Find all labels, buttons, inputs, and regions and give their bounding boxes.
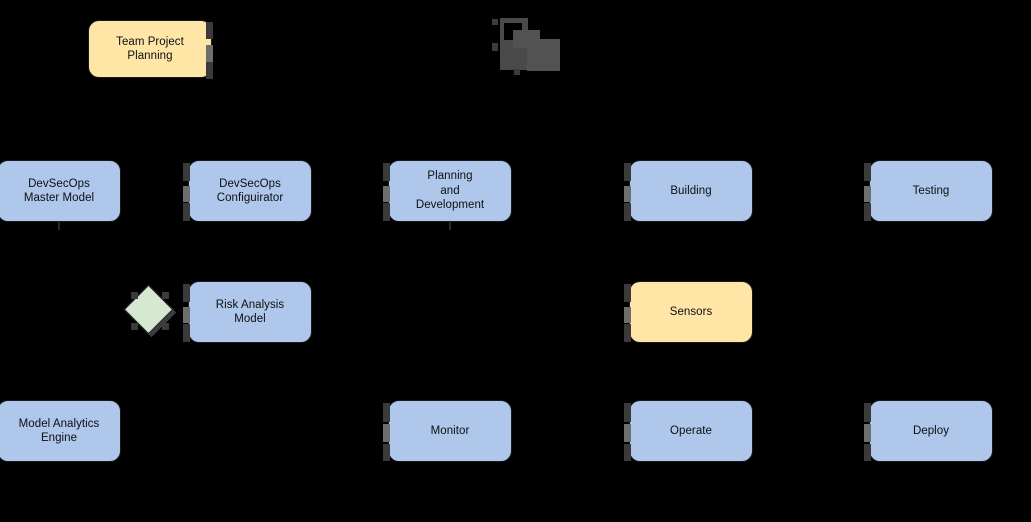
node-devsecops-configuirator[interactable]: DevSecOps Configuirator <box>188 160 314 224</box>
resize-handle[interactable] <box>864 444 871 461</box>
resize-handle[interactable] <box>864 203 871 221</box>
resize-handle[interactable] <box>183 307 190 323</box>
node-building[interactable]: Building <box>629 160 755 224</box>
resize-handle[interactable] <box>131 323 138 330</box>
resize-handle[interactable] <box>624 444 631 461</box>
node-deploy[interactable]: Deploy <box>869 400 995 464</box>
resize-handle[interactable] <box>624 186 631 202</box>
node-monitor[interactable]: Monitor <box>388 400 514 464</box>
node-model-analytics-engine[interactable]: Model Analytics Engine <box>0 400 123 464</box>
resize-handle[interactable] <box>624 324 631 342</box>
resize-handle[interactable] <box>183 203 190 221</box>
artifact-block-7 <box>514 69 520 75</box>
connector-stub <box>449 222 451 230</box>
resize-handle[interactable] <box>183 284 190 302</box>
node-sensors[interactable]: Sensors <box>629 281 755 345</box>
resize-handle[interactable] <box>383 444 390 461</box>
resize-handle[interactable] <box>183 163 190 181</box>
resize-handle[interactable] <box>864 163 871 181</box>
resize-handle[interactable] <box>624 424 631 442</box>
artifact-block-5 <box>500 48 527 70</box>
resize-handle[interactable] <box>383 203 390 221</box>
resize-handle[interactable] <box>624 403 631 422</box>
resize-handle[interactable] <box>206 45 213 62</box>
resize-handle[interactable] <box>864 403 871 422</box>
artifact-block-4 <box>527 39 560 71</box>
resize-handle[interactable] <box>183 186 190 202</box>
node-devsecops-master-model[interactable]: DevSecOps Master Model <box>0 160 123 224</box>
resize-handle[interactable] <box>624 203 631 221</box>
resize-handle[interactable] <box>383 424 390 442</box>
resize-handle[interactable] <box>624 307 631 323</box>
connector-stub <box>58 222 60 230</box>
resize-handle[interactable] <box>864 186 871 202</box>
node-risk-analysis-model[interactable]: Risk Analysis Model <box>188 281 314 345</box>
node-operate[interactable]: Operate <box>629 400 755 464</box>
resize-handle[interactable] <box>624 284 631 302</box>
artifact-block-1 <box>492 19 498 25</box>
resize-handle[interactable] <box>131 292 138 299</box>
resize-handle[interactable] <box>183 324 190 342</box>
resize-handle[interactable] <box>206 22 213 39</box>
node-team-project-planning[interactable]: Team Project Planning <box>88 20 214 80</box>
artifact-block-6 <box>492 43 498 51</box>
resize-handle[interactable] <box>206 62 213 79</box>
resize-handle[interactable] <box>864 424 871 442</box>
resize-handle[interactable] <box>383 163 390 181</box>
node-planning-and-development[interactable]: Planning and Development <box>388 160 514 224</box>
resize-handle[interactable] <box>383 403 390 422</box>
resize-handle[interactable] <box>383 186 390 202</box>
resize-handle[interactable] <box>624 163 631 181</box>
node-testing[interactable]: Testing <box>869 160 995 224</box>
resize-handle[interactable] <box>162 323 169 330</box>
resize-handle[interactable] <box>162 292 169 299</box>
